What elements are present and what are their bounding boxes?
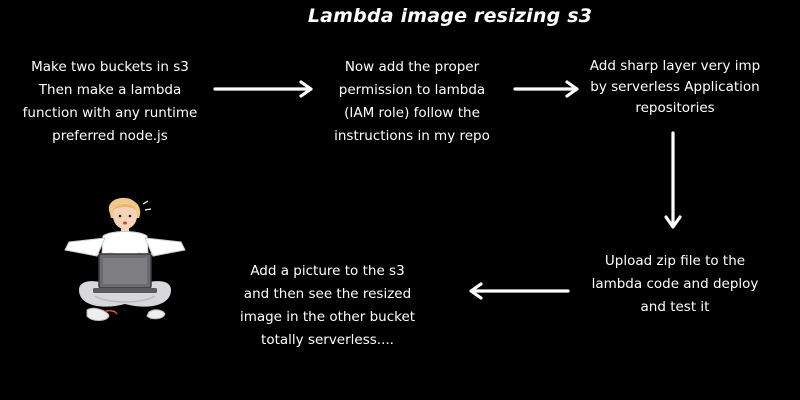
step-sharp-layer: Add sharp layer very imp by serverless A… (560, 56, 790, 119)
step-iam-permission: Now add the proper permission to lambda … (312, 56, 512, 148)
step-test-resize: Add a picture to the s3 and then see the… (215, 260, 440, 352)
step-text-line: by serverless Application (590, 79, 760, 95)
diagram-title: Lambda image resizing s3 (307, 5, 593, 27)
step-text-line: instructions in my repo (334, 128, 490, 144)
arrow-right-icon (213, 80, 313, 98)
step-text-line: preferred node.js (52, 128, 168, 144)
step-create-buckets: Make two buckets in s3 Then make a lambd… (0, 56, 220, 148)
person-with-laptop-icon (64, 197, 186, 321)
arrow-left-icon (469, 282, 570, 300)
step-text-line: image in the other bucket (239, 309, 416, 325)
step-text-line: Upload zip file to the (604, 253, 746, 269)
step-text-line: totally serverless.... (261, 332, 394, 348)
step-text-line: Make two buckets in s3 (31, 59, 189, 75)
step-text-line: Now add the proper (344, 59, 480, 75)
step-text-line: and then see the resized (243, 286, 412, 302)
step-text-line: (IAM role) follow the (344, 105, 480, 121)
step-upload-zip: Upload zip file to the lambda code and d… (565, 250, 785, 319)
step-text-line: Then make a lambda (38, 82, 182, 98)
arrow-right-icon (513, 80, 579, 98)
step-text-line: and test it (640, 299, 710, 315)
arrow-down-icon (664, 131, 682, 229)
step-text-line: repositories (635, 100, 715, 116)
step-text-line: permission to lambda (338, 82, 486, 98)
step-text-line: function with any runtime (22, 105, 198, 121)
step-text-line: Add a picture to the s3 (250, 263, 405, 279)
step-text-line: lambda code and deploy (591, 276, 759, 292)
step-text-line: Add sharp layer very imp (589, 58, 761, 74)
